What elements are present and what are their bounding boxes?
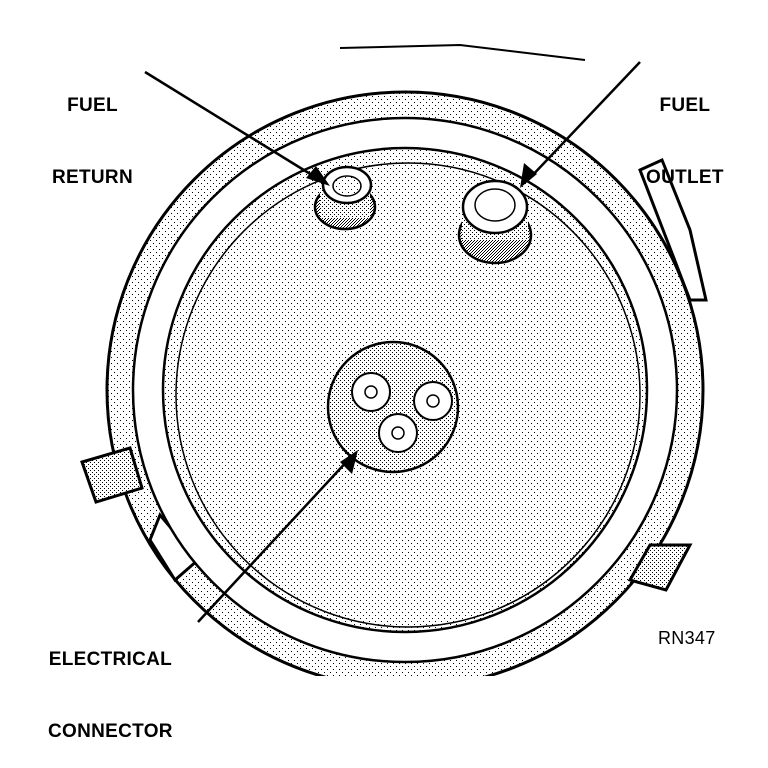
fuel-return-fitting <box>313 165 377 231</box>
top-bracket <box>339 43 586 61</box>
fuel-outlet-fitting <box>457 179 533 265</box>
electrical-connector-leader <box>197 457 351 623</box>
fuel-outlet-label-line-1: FUEL <box>659 95 711 116</box>
flange-tab-right-bottom <box>627 543 693 592</box>
fuel-return-label-line-2: RETURN <box>52 167 133 188</box>
connector-pin-3 <box>378 413 418 453</box>
fuel-pump-module-diagram <box>80 43 708 676</box>
connector-pin-2 <box>413 381 453 421</box>
fuel-return-label: FUEL RETURN <box>52 46 133 214</box>
flange-tab-left <box>80 446 144 504</box>
fuel-return-leader <box>144 70 321 182</box>
figure-code: RN347 <box>658 628 716 648</box>
fuel-outlet-label: FUEL OUTLET <box>646 46 724 214</box>
electrical-connector-label-line-1: ELECTRICAL <box>48 649 173 670</box>
electrical-connector <box>326 340 460 474</box>
fuel-outlet-label-line-2: OUTLET <box>646 167 724 188</box>
leader-lines <box>144 61 641 623</box>
connector-pin-1 <box>351 372 391 412</box>
flange-tab-right-top <box>638 157 708 302</box>
electrical-connector-label-line-2: CONNECTOR <box>48 721 173 742</box>
electrical-connector-label: ELECTRICAL CONNECTOR <box>48 600 173 768</box>
fuel-return-label-line-1: FUEL <box>67 95 118 116</box>
fuel-outlet-leader <box>527 61 641 181</box>
